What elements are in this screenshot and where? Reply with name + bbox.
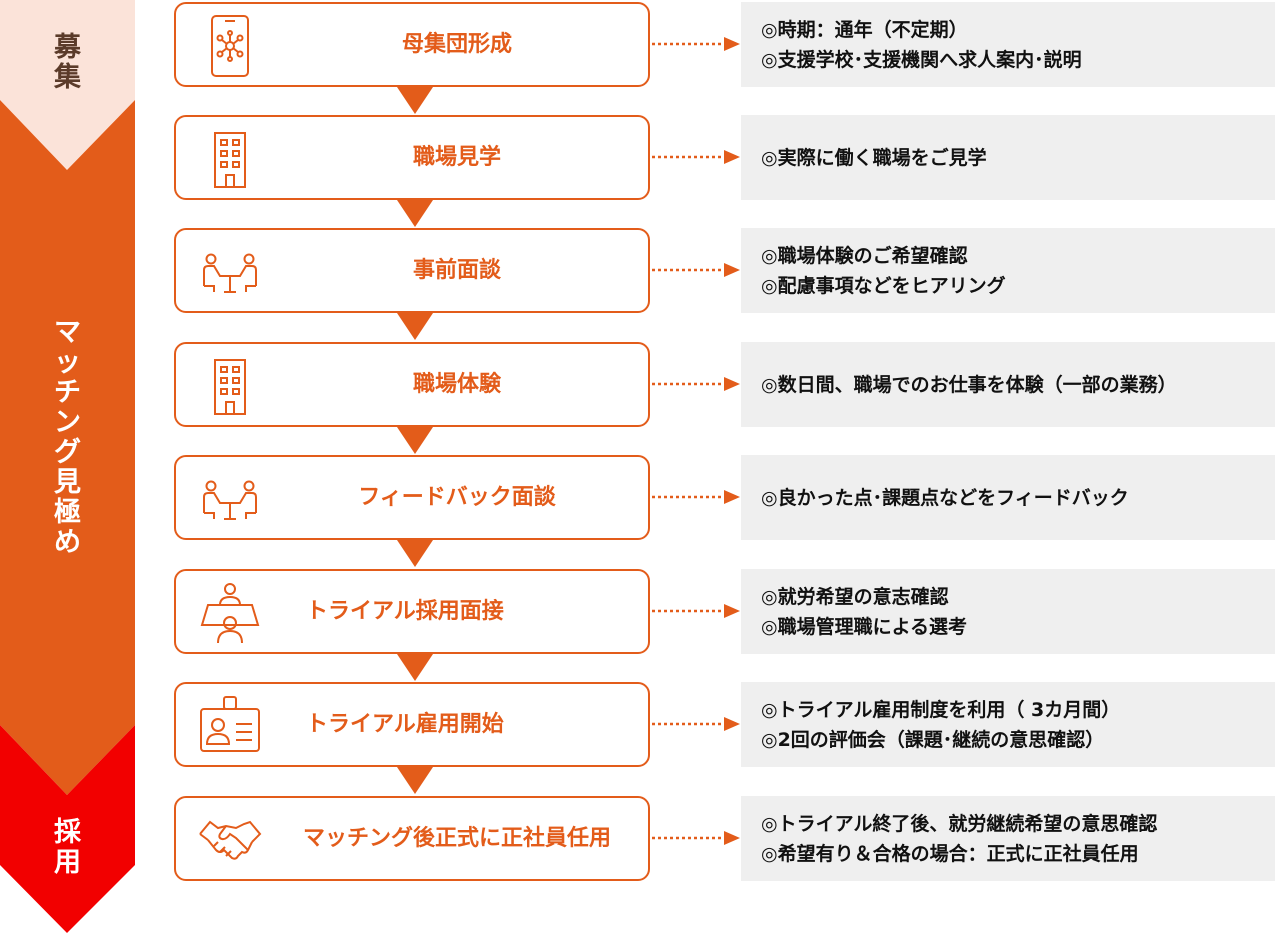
step-title: マッチング後 正式に正社員任用 [302, 825, 612, 851]
dotted-connector-arrow [652, 377, 740, 391]
step-description: ◎職場体験のご希望確認 ◎配慮事項などをヒアリング [741, 228, 1275, 313]
step-description: ◎数日間、職場でのお仕事を体験（一部の業務） [741, 342, 1275, 427]
step-title: 職場体験 [412, 371, 501, 397]
dotted-connector-arrow [652, 831, 740, 845]
step-trial-employment-start: トライアル雇用開始 [174, 682, 650, 767]
down-arrow [397, 200, 433, 227]
phase-label-recruit: 募 集 [54, 32, 81, 93]
meeting-icon [203, 480, 257, 520]
dotted-connector-arrow [652, 263, 740, 277]
id-card-icon [200, 696, 260, 752]
dotted-connector-arrow [652, 717, 740, 731]
step-trial-hiring-interview: トライアル採用面接 [174, 569, 650, 654]
phase-label-matching: マ ッ チ ン グ 見 極 め [54, 317, 81, 558]
phase-band [0, 0, 135, 933]
meeting-icon [203, 253, 257, 293]
step-description: ◎就労希望の意志確認 ◎職場管理職による選考 [741, 569, 1275, 654]
phase-matching-chevron [0, 100, 135, 795]
step-pre-interview: 事前面談 [174, 228, 650, 313]
step-description: ◎トライアル雇用制度を利用（ 3カ月間） ◎2回の評価会（課題･継続の意思確認） [741, 682, 1275, 767]
step-title: 職場見学 [412, 144, 501, 170]
step-title: 母集団形成 [401, 31, 512, 57]
step-workplace-tour: 職場見学 [174, 115, 650, 200]
down-arrow [397, 654, 433, 681]
step-description: ◎実際に働く職場をご見学 [741, 115, 1275, 200]
step-workplace-experience: 職場体験 [174, 342, 650, 427]
building-icon [214, 132, 246, 188]
step-title: フィードバック面談 [358, 484, 556, 510]
step-title: トライアル雇用開始 [306, 711, 504, 737]
step-title: トライアル採用面接 [306, 598, 504, 624]
phase-hire-chevron [0, 725, 135, 933]
down-arrow [397, 313, 433, 340]
step-feedback-interview: フィードバック面談 [174, 455, 650, 540]
phase-label-hire: 採 用 [54, 817, 81, 878]
dotted-connector-arrow [652, 490, 740, 504]
step-description: ◎良かった点･課題点などをフィードバック [741, 455, 1275, 540]
step-description: ◎時期：通年（不定期） ◎支援学校･支援機関へ求人案内･説明 [741, 2, 1275, 87]
down-arrow [397, 87, 433, 114]
dotted-connector-arrow [652, 150, 740, 164]
handshake-icon [199, 820, 262, 860]
building-icon [214, 359, 246, 415]
step-title: 事前面談 [412, 257, 501, 283]
down-arrow [397, 767, 433, 794]
dotted-connector-arrow [652, 37, 740, 51]
dotted-connector-arrow [652, 604, 740, 618]
step-population-formation: 母集団形成 [174, 2, 650, 87]
step-formal-appointment: マッチング後 正式に正社員任用 [174, 796, 650, 881]
down-arrow [397, 427, 433, 454]
tablet-network-icon [211, 15, 249, 77]
step-description: ◎トライアル終了後、就労継続希望の意思確認 ◎希望有り＆合格の場合：正式に正社員… [741, 796, 1275, 881]
phase-recruit-chevron [0, 0, 135, 170]
down-arrow [397, 540, 433, 567]
interview-icon [200, 583, 260, 644]
